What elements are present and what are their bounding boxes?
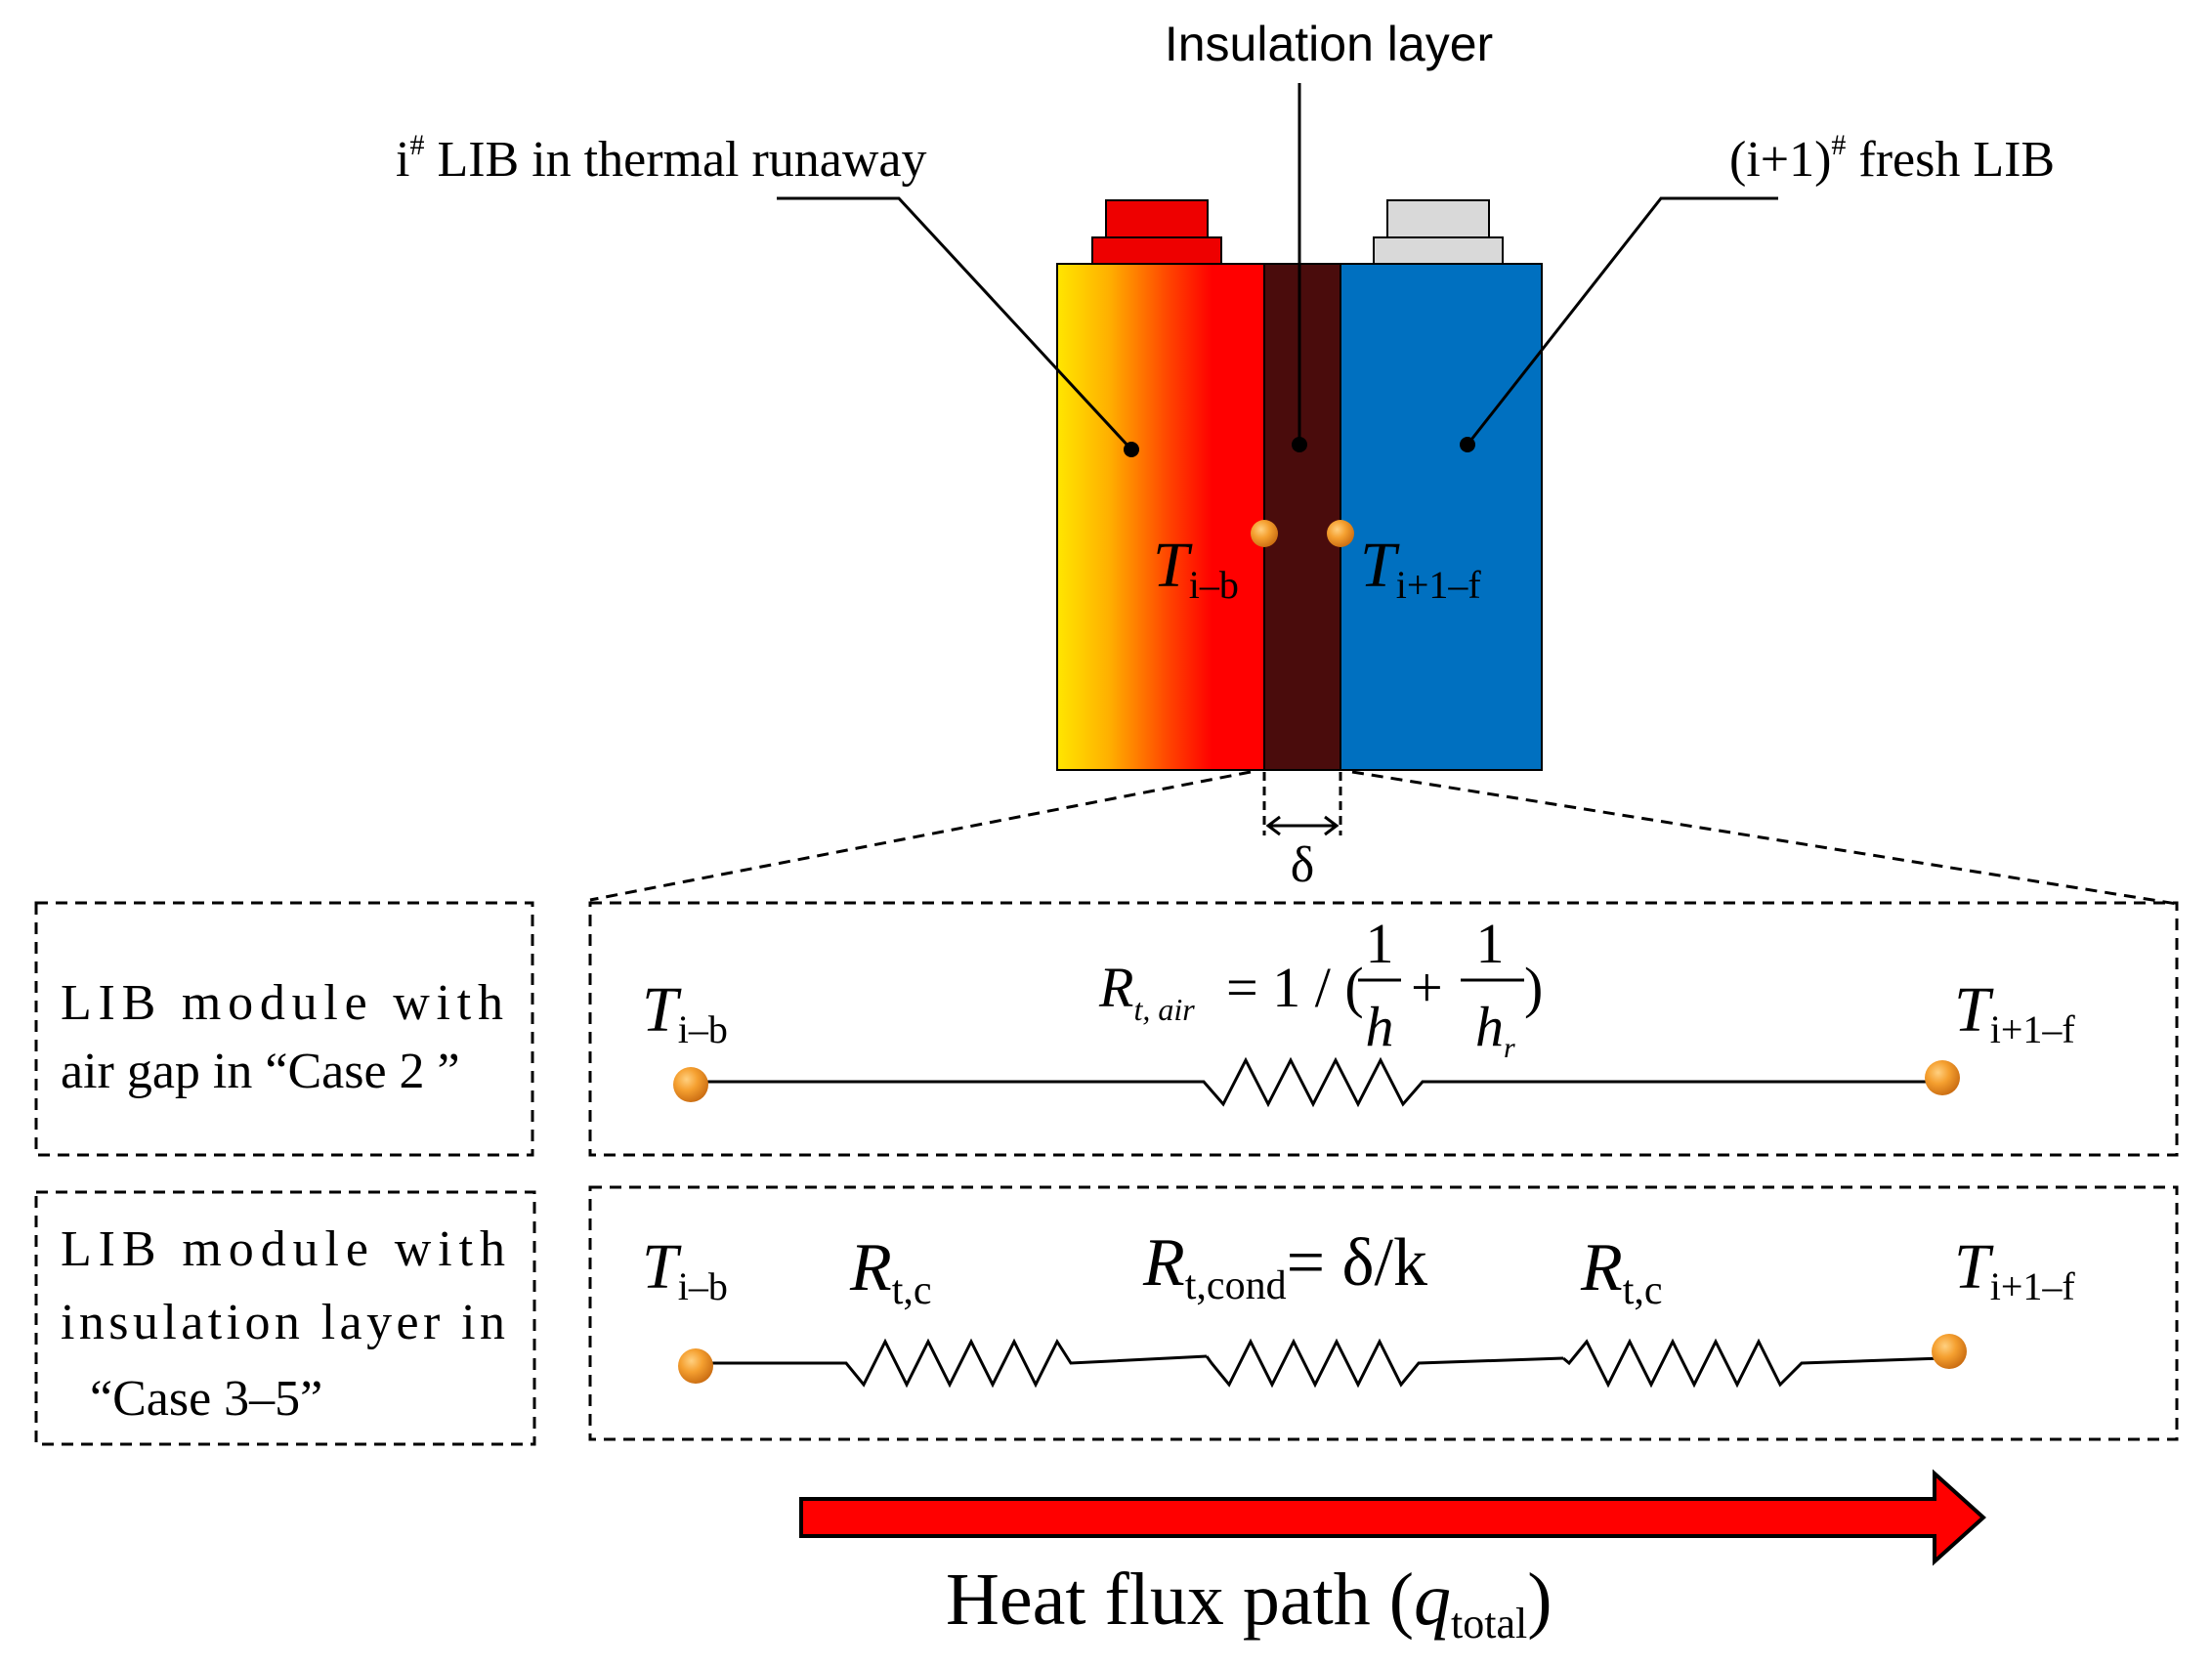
leader-dot-runaway [1124, 442, 1139, 457]
case3-description-line2: insulation layer in [61, 1295, 505, 1350]
case-boxes [34, 901, 2179, 1446]
delta-dimension [1262, 772, 1342, 836]
case2-description-line2: air gap in “Case 2 ” [61, 1044, 460, 1099]
case2-frac1-den: h [1366, 995, 1394, 1058]
leader-dot-insulation [1292, 437, 1307, 452]
callout-leaders [777, 83, 1778, 451]
label-fresh-lib: (i+1)# fresh LIB [1729, 129, 2055, 188]
case3-resistor-contact-left [832, 1338, 1208, 1389]
battery-cells [1056, 199, 1543, 771]
case2-temp-right: Ti+1–f [1954, 974, 2075, 1051]
case2-node-right [1925, 1060, 1960, 1095]
case2-node-left [673, 1067, 708, 1102]
case3-circuit-box [588, 1185, 2179, 1441]
case3-description-line3: “Case 3–5” [90, 1371, 322, 1427]
case2-frac2-num: 1 [1476, 912, 1505, 975]
case2-eq-mid: = 1 / ( [1226, 956, 1364, 1019]
case2-frac2-den: hr [1475, 995, 1515, 1064]
label-insulation-layer: Insulation layer [1165, 17, 1493, 71]
fresh-terminal-base [1373, 236, 1504, 266]
case3-r-cond-label: Rt,cond= δ/k [1142, 1225, 1427, 1308]
case2-circuit [691, 1056, 1942, 1108]
case3-resistor-conduction [1205, 1338, 1564, 1389]
sensor-node-back [1251, 520, 1278, 547]
case3-node-right [1932, 1334, 1967, 1369]
label-runaway-lib: i# LIB in thermal runaway [396, 129, 927, 188]
temp-label-front-cell: Ti+1–f [1360, 530, 1481, 607]
case3-r-contact-right-label: Rt,c [1580, 1230, 1663, 1313]
sensor-node-front [1327, 520, 1354, 547]
case2-circuit-box [588, 901, 2179, 1157]
case2-temp-left: Ti–b [642, 974, 728, 1051]
insulation-layer-body [1263, 263, 1341, 771]
case3-temp-left: Ti–b [642, 1231, 728, 1308]
case2-resistor [1189, 1056, 1553, 1108]
case3-r-contact-left-label: Rt,c [849, 1230, 932, 1313]
temp-label-back-cell: Ti–b [1153, 530, 1239, 607]
case2-equation: Rt, air = 1 / ( 1 h + 1 hr ) [1098, 912, 1543, 1064]
delta-label: δ [1291, 837, 1315, 893]
zoom-lines [589, 770, 2178, 906]
case3-node-left [678, 1348, 713, 1384]
fresh-terminal-top [1386, 199, 1490, 240]
runaway-terminal-base [1091, 236, 1222, 266]
heat-flux-arrow [799, 1469, 1986, 1566]
case2-label-box [34, 901, 534, 1157]
case2-frac1-num: 1 [1366, 912, 1394, 975]
case3-description-line1: LIB module with [61, 1221, 505, 1277]
leader-runaway [777, 196, 1133, 451]
leader-fresh [1466, 196, 1778, 446]
case3-label-box [34, 1190, 536, 1446]
fresh-lib-body [1340, 263, 1543, 771]
leader-dot-fresh [1460, 437, 1475, 452]
case2-close-paren: ) [1524, 956, 1543, 1019]
runaway-lib-body [1056, 263, 1265, 771]
case3-resistor-contact-right [1562, 1338, 1943, 1389]
case2-description-line1: LIB module with [61, 975, 503, 1031]
heat-flux-label: Heat flux path (qtotal) [946, 1559, 1553, 1647]
runaway-terminal-top [1105, 199, 1209, 240]
case3-circuit [696, 1338, 1943, 1389]
case3-temp-right: Ti+1–f [1954, 1231, 2075, 1308]
case2-r-symbol: Rt, air [1098, 956, 1195, 1027]
case2-plus: + [1411, 956, 1443, 1019]
